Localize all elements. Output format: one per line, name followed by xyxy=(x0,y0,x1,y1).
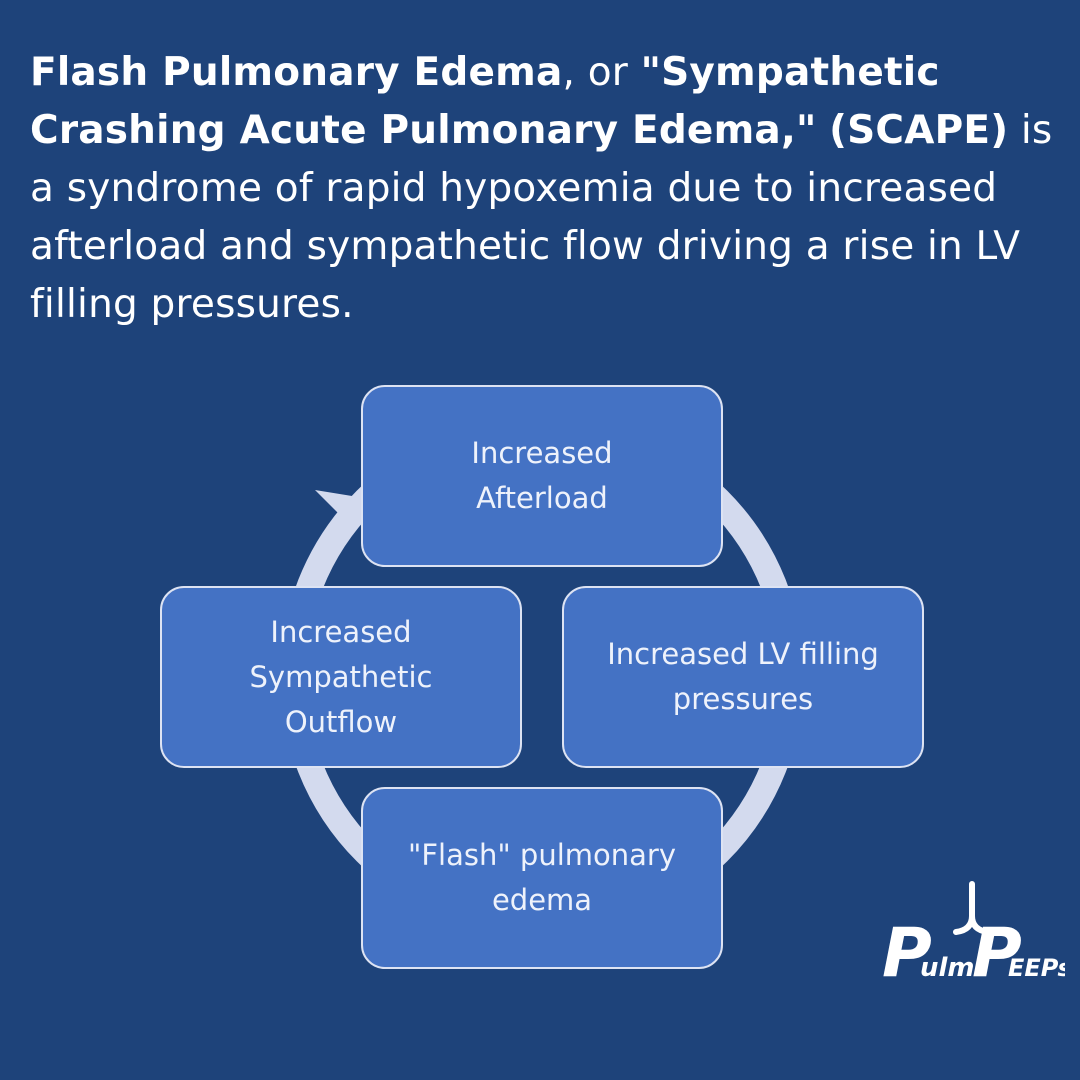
node-label: Increased LV filling pressures xyxy=(607,632,879,722)
node-label: "Flash" pulmonary edema xyxy=(408,833,676,923)
node-label-line: "Flash" pulmonary xyxy=(408,838,676,872)
node-label: Increased Sympathetic Outflow xyxy=(250,610,433,745)
node-label-line: Increased xyxy=(270,614,412,649)
headline-connector: , or xyxy=(562,50,641,95)
node-flash-pulmonary-edema: "Flash" pulmonary edema xyxy=(361,787,723,969)
node-increased-afterload: Increased Afterload xyxy=(361,385,723,567)
logo-word-eeps: EEPs xyxy=(1008,954,1065,982)
node-label-line: Afterload xyxy=(476,481,608,515)
node-label: Increased Afterload xyxy=(471,431,612,521)
headline-definition: is a syndrome of rapid hypoxemia due to … xyxy=(30,108,1053,327)
pulmpeeps-logo: P ulm P EEPs xyxy=(882,881,1065,990)
logo-word-ulm: ulm xyxy=(920,953,975,983)
node-increased-lv-filling-pressures: Increased LV filling pressures xyxy=(562,586,924,768)
headline: Flash Pulmonary Edema, or "Sympathetic C… xyxy=(30,44,1060,334)
node-label-line: Increased LV filling xyxy=(607,637,879,671)
headline-bold-acronym: (SCAPE) xyxy=(829,108,1009,153)
logo-letter-p2: P xyxy=(972,914,1022,990)
cycle-arrowhead-icon xyxy=(315,490,352,520)
logo-lungs-icon xyxy=(953,881,991,935)
node-label-line: edema xyxy=(491,883,593,917)
node-label-line: pressures xyxy=(672,682,814,716)
logo-letter-p1: P xyxy=(882,914,932,990)
node-increased-sympathetic-outflow: Increased Sympathetic Outflow xyxy=(160,586,522,768)
node-label-line: Outflow xyxy=(284,704,398,739)
headline-bold-alias: "Sympathetic Crashing Acute Pulmonary Ed… xyxy=(30,50,940,153)
headline-bold-title: Flash Pulmonary Edema xyxy=(30,50,563,95)
node-label-line: Sympathetic xyxy=(249,659,433,694)
node-label-line: Increased xyxy=(471,436,613,470)
